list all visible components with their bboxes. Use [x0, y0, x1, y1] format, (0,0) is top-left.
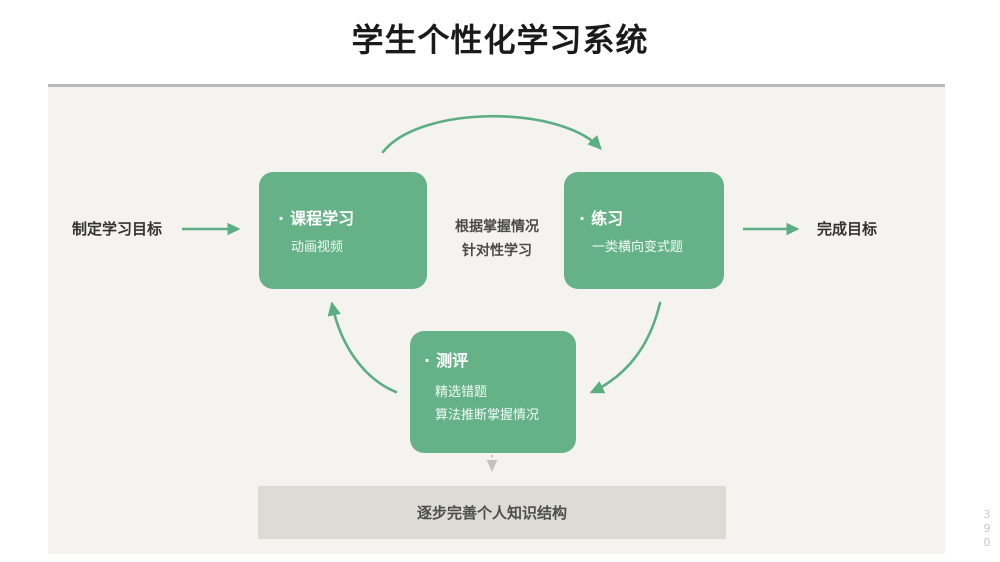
card-assessment-title: · 测评 — [424, 350, 468, 372]
card-course-learning-subtitle: 动画视频 — [291, 240, 344, 255]
summary-bar-text: 逐步完善个人知识结构 — [416, 504, 567, 522]
summary-bar: 逐步完善个人知识结构 — [258, 486, 726, 539]
page-title: 学生个性化学习系统 — [351, 21, 649, 59]
bullet-icon: · — [579, 209, 586, 228]
card-practice-title-text: 练习 — [591, 209, 624, 228]
card-course-learning-title: · 课程学习 — [278, 208, 354, 230]
center-caption-line-1: 根据掌握情况 — [455, 219, 539, 235]
card-course-learning-title-text: 课程学习 — [290, 209, 355, 228]
diagram-canvas — [48, 84, 945, 554]
card-practice-title: · 练习 — [579, 208, 623, 230]
card-assessment-title-text: 测评 — [436, 351, 469, 370]
card-assessment-subtitle-1: 精选错题 — [435, 385, 488, 400]
center-caption: 根据掌握情况 针对性学习 — [427, 215, 567, 263]
label-learning-goal: 制定学习目标 — [72, 220, 163, 238]
page-number: 3 9 0 — [980, 508, 994, 550]
card-course-learning[interactable]: · 课程学习 动画视频 — [259, 172, 427, 289]
bullet-icon: · — [424, 351, 431, 370]
center-caption-line-2: 针对性学习 — [462, 243, 532, 259]
card-assessment[interactable]: · 测评 精选错题 算法推断掌握情况 — [410, 331, 576, 453]
page-number-digit-1: 3 — [983, 508, 991, 521]
card-practice[interactable]: · 练习 一类横向变式题 — [564, 172, 724, 289]
page-number-digit-3: 0 — [983, 536, 991, 549]
label-goal-complete: 完成目标 — [817, 220, 878, 238]
card-assessment-subtitle-2: 算法推断掌握情况 — [435, 408, 540, 423]
card-practice-subtitle: 一类横向变式题 — [592, 240, 684, 255]
page-number-digit-2: 9 — [983, 522, 991, 535]
bullet-icon: · — [278, 209, 285, 228]
